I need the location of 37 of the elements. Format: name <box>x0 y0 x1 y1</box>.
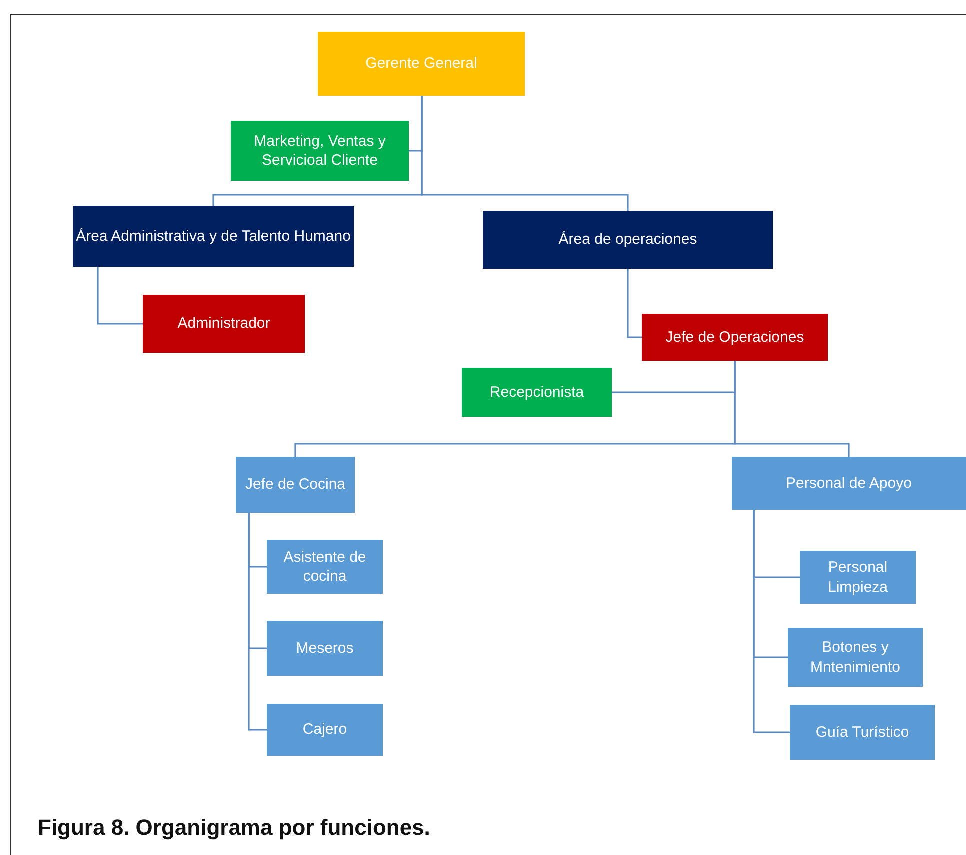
node-label: Recepcionista <box>490 382 584 402</box>
unit-box <box>267 540 383 594</box>
unit-box <box>267 704 383 756</box>
staff-box <box>231 121 409 181</box>
node-label: Guía Turístico <box>816 722 910 742</box>
connector-line <box>421 96 629 211</box>
node-label: Área Administrativa y de Talento Humano <box>76 226 351 246</box>
node-label: Administrador <box>178 314 270 334</box>
manager-box <box>318 32 525 96</box>
node-label: Meseros <box>296 638 354 658</box>
node-label: Jefe de Cocina <box>245 475 346 495</box>
node-label: Jefe de Operaciones <box>666 328 804 348</box>
unit-box <box>800 551 916 604</box>
unit-box <box>236 457 355 513</box>
connector-line <box>753 510 790 734</box>
connector-line <box>627 269 642 338</box>
chief-box <box>642 314 828 361</box>
unit-box <box>267 621 383 676</box>
unit-box <box>790 705 935 760</box>
connector-line <box>97 267 143 325</box>
node-label: Personal Limpieza <box>826 558 890 597</box>
node-label: Cajero <box>302 720 348 740</box>
node-label: Personal de Apoyo <box>786 474 912 494</box>
node-label: Botones y Mntenimiento <box>809 638 902 677</box>
node-label: Asistente de cocina <box>282 548 368 586</box>
chief-box <box>143 295 305 353</box>
unit-box <box>788 628 923 687</box>
area-box <box>483 211 773 269</box>
unit-box <box>732 457 966 510</box>
figure-caption: Figura 8. Organigrama por funciones. <box>38 815 430 841</box>
node-label: Área de operaciones <box>558 230 698 250</box>
staff-box <box>462 368 612 417</box>
connector-line <box>248 513 267 731</box>
area-box <box>73 206 354 267</box>
node-label: Marketing, Ventas y Servicioal Cliente <box>253 132 387 170</box>
node-label: Gerente General <box>366 54 478 74</box>
connector-line <box>734 361 850 457</box>
